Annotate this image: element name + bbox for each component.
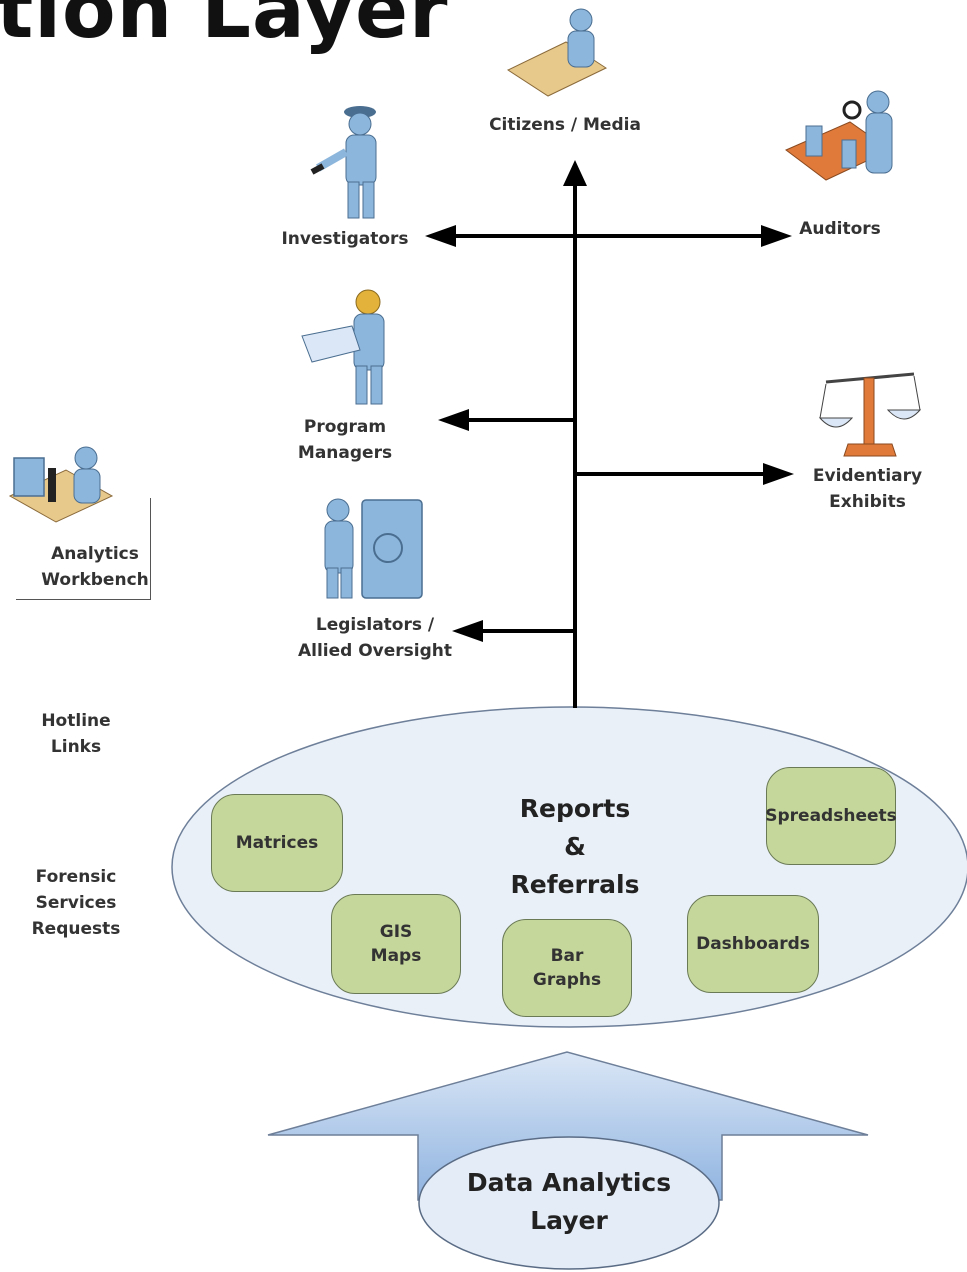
page-title: tion Layer: [0, 0, 449, 56]
citizens-media-icon: [506, 8, 608, 97]
hotline-search-icon: [61, 650, 94, 682]
dashboards-box[interactable]: Dashboards: [687, 895, 819, 993]
investigators-label: Investigators: [281, 229, 409, 249]
hotline-links-label: Hotline Links: [41, 711, 111, 757]
arrowhead-investigators: [425, 225, 456, 247]
investigator-icon: [310, 106, 377, 219]
matrices-box[interactable]: Matrices: [211, 794, 343, 892]
forensic-services-label: Forensic Services Requests: [31, 867, 121, 939]
citizens-media-label: Citizens / Media: [489, 115, 641, 135]
arrowhead-legislators: [452, 620, 483, 642]
data-analytics-layer-ellipse: [418, 1136, 720, 1270]
evidentiary-exhibits-label: Evidentiary Exhibits: [812, 466, 923, 512]
data-analytics-layer-label: Data Analytics Layer: [466, 1168, 672, 1235]
bar-graphs-box[interactable]: Bar Graphs: [502, 919, 632, 1017]
auditors-label: Auditors: [799, 219, 881, 239]
gis-maps-box[interactable]: GIS Maps: [331, 894, 461, 994]
scales-icon: [818, 372, 922, 457]
legislator-safe-icon: [324, 498, 423, 599]
analytics-workbench-icon: [8, 446, 114, 523]
arrowhead-auditors: [761, 225, 792, 247]
reports-referrals-title: Reports & Referrals: [510, 794, 640, 899]
upward-flow-arrow: [267, 1051, 869, 1201]
spreadsheets-box[interactable]: Spreadsheets: [765, 767, 897, 865]
arrowhead-program-managers: [438, 409, 469, 431]
arrowhead-citizens: [563, 160, 587, 186]
forensic-search-icon: [61, 807, 94, 839]
program-manager-icon: [301, 289, 385, 405]
auditor-icon: [785, 90, 893, 181]
analytics-workbench-label: Analytics Workbench: [41, 544, 149, 590]
program-managers-label: Program Managers: [297, 417, 393, 463]
arrowhead-evidentiary: [763, 463, 794, 485]
analytics-workbench-frame: [16, 498, 151, 600]
legislators-label: Legislators / Allied Oversight: [297, 615, 453, 661]
